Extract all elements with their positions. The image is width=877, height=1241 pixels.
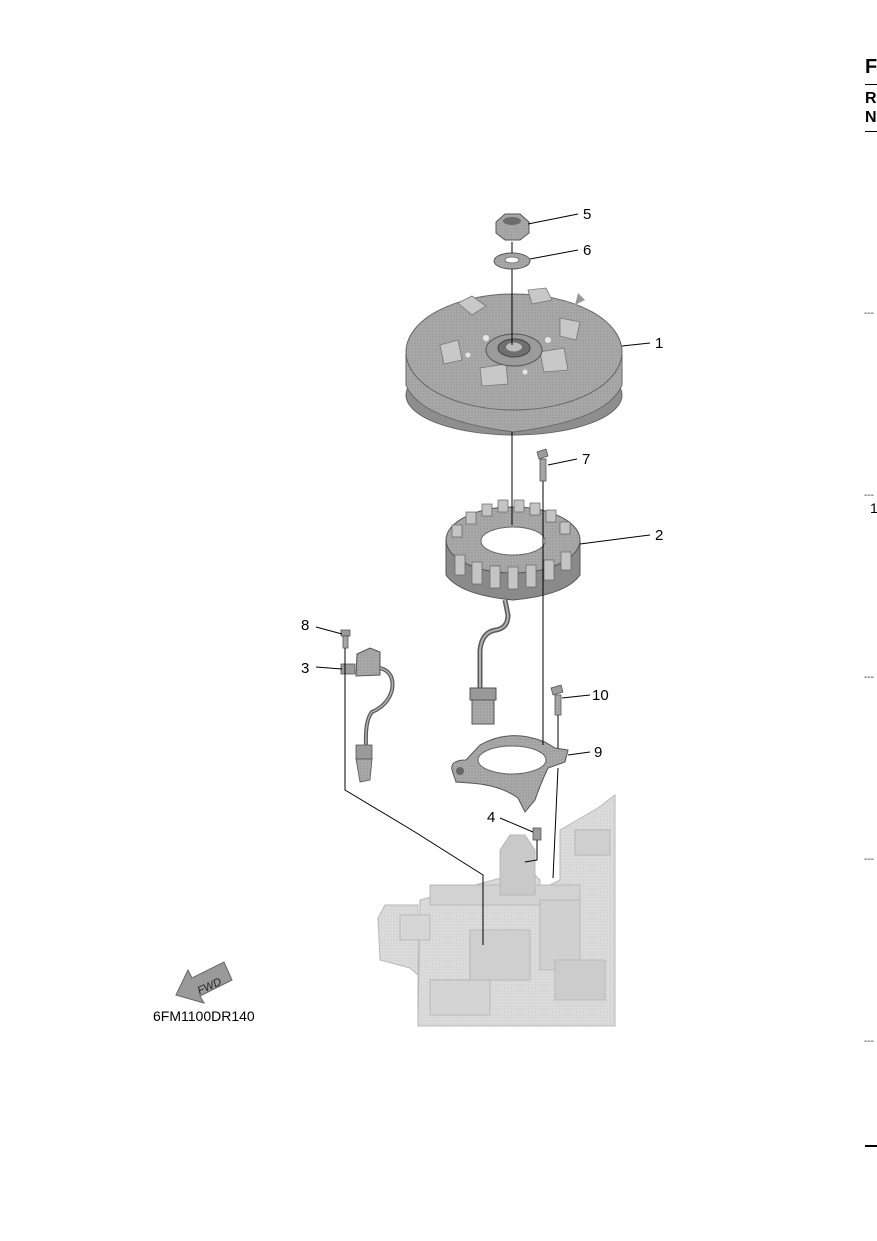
- callout-6: 6: [583, 242, 591, 259]
- assembly-guide-lines: [344, 242, 559, 945]
- edge-dash-4: ---: [864, 854, 874, 865]
- edge-rule-top: [865, 84, 877, 85]
- woodruff-key: [532, 827, 542, 841]
- leader-lines: [315, 213, 651, 833]
- edge-letter-r: R: [865, 90, 877, 107]
- flywheel-rotor: [405, 287, 623, 436]
- callout-3: 3: [301, 660, 309, 677]
- edge-rule-bottom: [865, 131, 877, 132]
- bolt-8: [340, 629, 351, 649]
- washer: [493, 252, 531, 270]
- stator-assembly: [445, 499, 581, 725]
- edge-letter-f: F: [865, 56, 877, 78]
- edge-rule-end: [865, 1145, 877, 1147]
- pulser-coil: [340, 647, 395, 783]
- callout-4: 4: [487, 809, 495, 826]
- engine-block-ghost: [377, 793, 616, 1027]
- edge-dash-1: ---: [864, 308, 874, 319]
- callout-8: 8: [301, 617, 309, 634]
- edge-side-number: 1: [870, 500, 877, 516]
- bolt-7: [536, 448, 549, 482]
- edge-dash-3: ---: [864, 672, 874, 683]
- callout-5: 5: [583, 206, 591, 223]
- edge-letter-n: N: [865, 109, 877, 126]
- bolt-10: [550, 684, 564, 716]
- callout-10: 10: [592, 687, 609, 704]
- flywheel-nut: [495, 213, 530, 241]
- callout-2: 2: [655, 527, 663, 544]
- edge-dash-5: ---: [864, 1036, 874, 1047]
- callout-1: 1: [655, 335, 663, 352]
- forward-direction-arrow: FWD: [175, 961, 233, 1004]
- pulser-bracket: [451, 735, 569, 813]
- callout-7: 7: [582, 451, 590, 468]
- figure-code: 6FM1100DR140: [153, 1008, 255, 1024]
- edge-dash-2: ---: [864, 490, 874, 501]
- callout-9: 9: [594, 744, 602, 761]
